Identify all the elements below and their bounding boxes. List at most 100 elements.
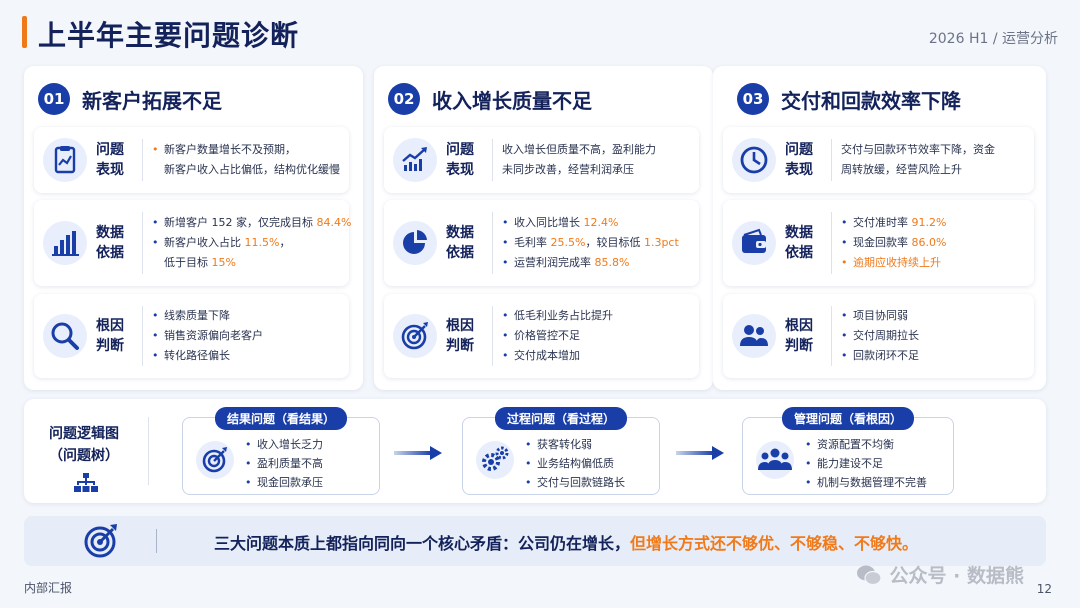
logic-items: 获客转化弱 业务结构偏低质 交付与回款链路长 — [525, 435, 625, 492]
text-line: 收入增长但质量不高，盈利能力 — [502, 143, 656, 156]
text-line: 销售资源偏向老客户 — [152, 326, 345, 346]
title-accent-bar — [22, 16, 27, 48]
row-text: 收入增长但质量不高，盈利能力 未同步改善，经营利润承压 — [502, 140, 695, 180]
row-label: 根因判断 — [785, 318, 813, 354]
pie-chart-icon — [392, 220, 438, 266]
target-icon — [392, 313, 438, 359]
divider — [148, 417, 149, 485]
conclusion-text: 三大问题本质上都指向同向一个核心矛盾：公司仍在增长，但增长方式还不够优、不够稳、… — [214, 534, 919, 553]
text-line: 线索质量下降 — [152, 306, 345, 326]
wallet-icon — [731, 220, 777, 266]
bar-chart-icon — [42, 220, 88, 266]
text-line: 回款闭环不足 — [841, 346, 1030, 366]
list-item: 收入增长乏力 — [245, 435, 323, 454]
row-text: 交付与回款环节效率下降，资金 周转放缓，经营风险上升 — [841, 140, 1030, 180]
text-line: 新增客户 152 家，仅完成目标 84.4% — [152, 213, 351, 233]
org-tree-icon — [74, 473, 98, 497]
divider — [156, 529, 157, 553]
divider — [831, 139, 832, 181]
card-header: 01 新客户拓展不足 — [38, 82, 222, 116]
row-text: 收入同比增长 12.4% 毛利率 25.5%，较目标低 1.3pct 运营利润完… — [502, 213, 695, 273]
row-label: 数据依据 — [446, 225, 474, 261]
list-item: 现金回款承压 — [245, 473, 323, 492]
divider — [492, 139, 493, 181]
logic-items: 资源配置不均衡 能力建设不足 机制与数据管理不完善 — [805, 435, 927, 492]
page-number: 12 — [1036, 582, 1052, 596]
trend-up-icon — [392, 137, 438, 183]
magnifier-icon — [42, 313, 88, 359]
list-item: 交付与回款链路长 — [525, 473, 625, 492]
gears-icon — [475, 440, 515, 480]
card-header: 03 交付和回款效率下降 — [737, 82, 961, 116]
logic-box-result: 结果问题（看结果） 收入增长乏力 盈利质量不高 现金回款承压 — [182, 407, 380, 495]
row-text: 线索质量下降 销售资源偏向老客户 转化路径偏长 — [152, 306, 345, 366]
row-problem: 问题表现 交付与回款环节效率下降，资金 周转放缓，经营风险上升 — [723, 127, 1034, 193]
row-label: 数据依据 — [785, 225, 813, 261]
text-line: 交付成本增加 — [502, 346, 695, 366]
clipboard-chart-icon — [42, 137, 88, 183]
watermark: 公众号 · 数据熊 — [856, 561, 1024, 588]
text-line: 新客户收入占比偏低，结构优化缓慢 — [164, 163, 340, 176]
divider — [492, 306, 493, 366]
problem-card-3: 03 交付和回款效率下降 问题表现 交付与回款环节效率下降，资金 周转放缓，经营… — [713, 66, 1046, 390]
row-problem: 问题表现 收入增长但质量不高，盈利能力 未同步改善，经营利润承压 — [384, 127, 699, 193]
divider — [142, 212, 143, 274]
list-item: 能力建设不足 — [805, 454, 927, 473]
list-item: 盈利质量不高 — [245, 454, 323, 473]
text-line: 逾期应收持续上升 — [841, 253, 1030, 273]
logic-tag: 过程问题（看过程） — [494, 407, 628, 430]
text-line: 新客户收入占比 11.5%， — [152, 233, 345, 253]
divider — [831, 306, 832, 366]
problem-logic-panel: 问题逻辑图 （问题树） 结果问题（看结果） 收入增长乏力 盈利质量不高 现金回款… — [24, 399, 1046, 503]
arrow-right-icon — [394, 445, 442, 464]
text-line: 交付准时率 91.2% — [841, 213, 1030, 233]
card-title: 交付和回款效率下降 — [781, 88, 961, 113]
card-title: 收入增长质量不足 — [432, 88, 592, 113]
logic-items: 收入增长乏力 盈利质量不高 现金回款承压 — [245, 435, 323, 492]
card-number: 03 — [737, 83, 769, 115]
text-line: 交付周期拉长 — [841, 326, 1030, 346]
people-icon — [731, 313, 777, 359]
text-line: 交付与回款环节效率下降，资金 — [841, 143, 995, 156]
logic-box-management: 管理问题（看根因） 资源配置不均衡 能力建设不足 机制与数据管理不完善 — [742, 407, 954, 495]
text-line: 运营利润完成率 85.8% — [502, 253, 695, 273]
target-icon — [82, 522, 120, 564]
arrow-right-icon — [676, 445, 724, 464]
list-item: 业务结构偏低质 — [525, 454, 625, 473]
text-line: 转化路径偏长 — [152, 346, 345, 366]
card-number: 01 — [38, 83, 70, 115]
divider — [492, 212, 493, 274]
period-label: 2026 H1 / 运营分析 — [928, 31, 1058, 47]
list-item: 资源配置不均衡 — [805, 435, 927, 454]
row-text: 交付准时率 91.2% 现金回款率 86.0% 逾期应收持续上升 — [841, 213, 1030, 273]
target-icon — [195, 440, 235, 480]
text-line: 周转放缓，经营风险上升 — [841, 163, 962, 176]
logic-tag: 管理问题（看根因） — [781, 407, 915, 430]
text-line: 收入同比增长 12.4% — [502, 213, 695, 233]
footer-label: 内部汇报 — [24, 581, 73, 595]
row-label: 问题表现 — [785, 142, 813, 178]
text-line: 低毛利业务占比提升 — [502, 306, 695, 326]
divider — [142, 139, 143, 181]
list-item: 机制与数据管理不完善 — [805, 473, 927, 492]
text-line: 未同步改善，经营利润承压 — [502, 163, 634, 176]
team-icon — [755, 440, 795, 480]
row-text: 新客户数量增长不及预期， 新客户收入占比偏低，结构优化缓慢 — [152, 140, 345, 180]
logic-title: 问题逻辑图 （问题树） — [49, 426, 119, 464]
text-line: 价格管控不足 — [502, 326, 695, 346]
row-label: 数据依据 — [96, 225, 124, 261]
divider — [142, 306, 143, 366]
card-header: 02 收入增长质量不足 — [388, 82, 592, 116]
text-line: 现金回款率 86.0% — [841, 233, 1030, 253]
wechat-icon — [856, 565, 882, 585]
divider — [831, 212, 832, 274]
clock-icon — [731, 137, 777, 183]
text-line: 项目协同弱 — [841, 306, 1030, 326]
